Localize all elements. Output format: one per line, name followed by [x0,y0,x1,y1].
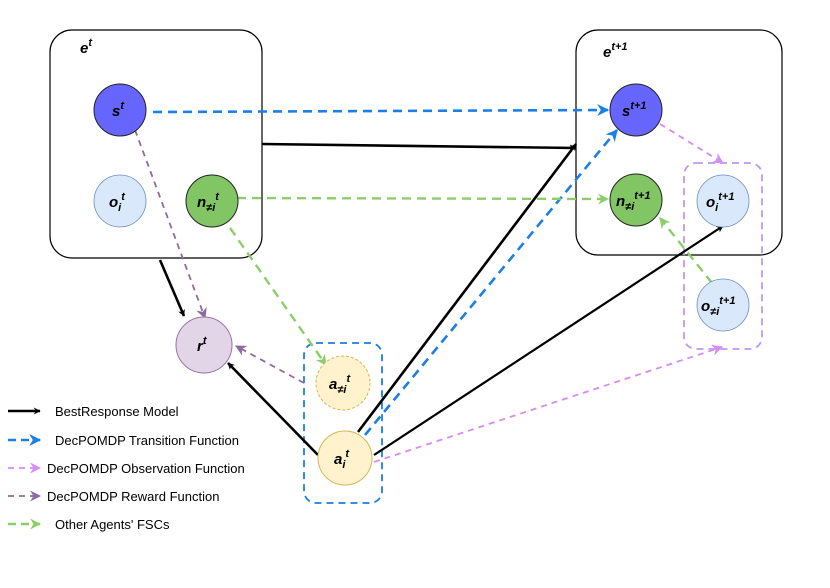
svg-text:DecPOMDP Reward Function: DecPOMDP Reward Function [47,489,219,504]
box-e-t [49,29,263,259]
svg-text:st: st [112,100,125,120]
edge-et-to-et1 [261,142,577,152]
edge-ait-to-rt [227,362,319,456]
node-n-noti-t1: n≠it+1 [609,173,663,227]
box-e-t1-label: et+1 [603,41,628,61]
svg-text:a≠it: a≠it [329,373,351,396]
node-o-i-t: oit [93,174,147,228]
edge-st-to-rt [134,129,207,320]
edge-ait-to-oit1 [373,225,724,456]
group-actions [303,342,383,504]
edge-nnit-to-nit1 [236,193,610,205]
edge-anit-to-rt [235,345,305,384]
node-s-t: st [93,83,147,137]
svg-text:o≠it+1: o≠it+1 [701,295,735,318]
legend-item-observation: DecPOMDP Observation Function [8,461,245,476]
node-n-noti-t: n≠it [185,174,239,228]
edge-ait-to-et1 [356,143,578,433]
edge-ait-to-st1 [363,129,619,436]
node-a-i-t: ait [317,430,373,486]
svg-text:ait: ait [334,448,350,471]
edge-et-to-rt [158,259,186,317]
svg-text:n≠it+1: n≠it+1 [616,190,650,213]
node-s-t1: st+1 [609,83,663,137]
legend-item-transition: DecPOMDP Transition Function [8,433,239,448]
svg-text:n≠it: n≠it [197,191,220,214]
svg-text:st+1: st+1 [622,100,647,120]
box-e-t-label: et [80,37,93,57]
node-o-i-t1: oit+1 [696,174,750,228]
svg-text:Other Agents' FSCs: Other Agents' FSCs [55,517,170,532]
node-o-noti-t1: o≠it+1 [696,278,750,332]
legend-item-other-fsc: Other Agents' FSCs [8,517,170,532]
svg-text:DecPOMDP Observation Function: DecPOMDP Observation Function [47,461,245,476]
svg-text:BestResponse Model: BestResponse Model [55,404,179,419]
node-r-t: rt [175,316,233,374]
node-a-noti-t: a≠it [315,355,371,411]
svg-text:rt: rt [197,335,208,355]
svg-text:oit: oit [109,191,126,214]
legend-item-best-response: BestResponse Model [8,404,179,419]
svg-text:DecPOMDP Transition Function: DecPOMDP Transition Function [55,433,239,448]
legend-item-reward: DecPOMDP Reward Function [8,489,219,504]
edge-ait-to-obs-group [373,344,724,463]
edge-nnit-to-anit [229,227,327,366]
svg-text:oit+1: oit+1 [706,191,734,214]
edge-st1-to-oit1 [659,123,724,164]
legend: BestResponse Model DecPOMDP Transition F… [8,404,245,532]
edge-st-to-st1 [152,104,610,117]
